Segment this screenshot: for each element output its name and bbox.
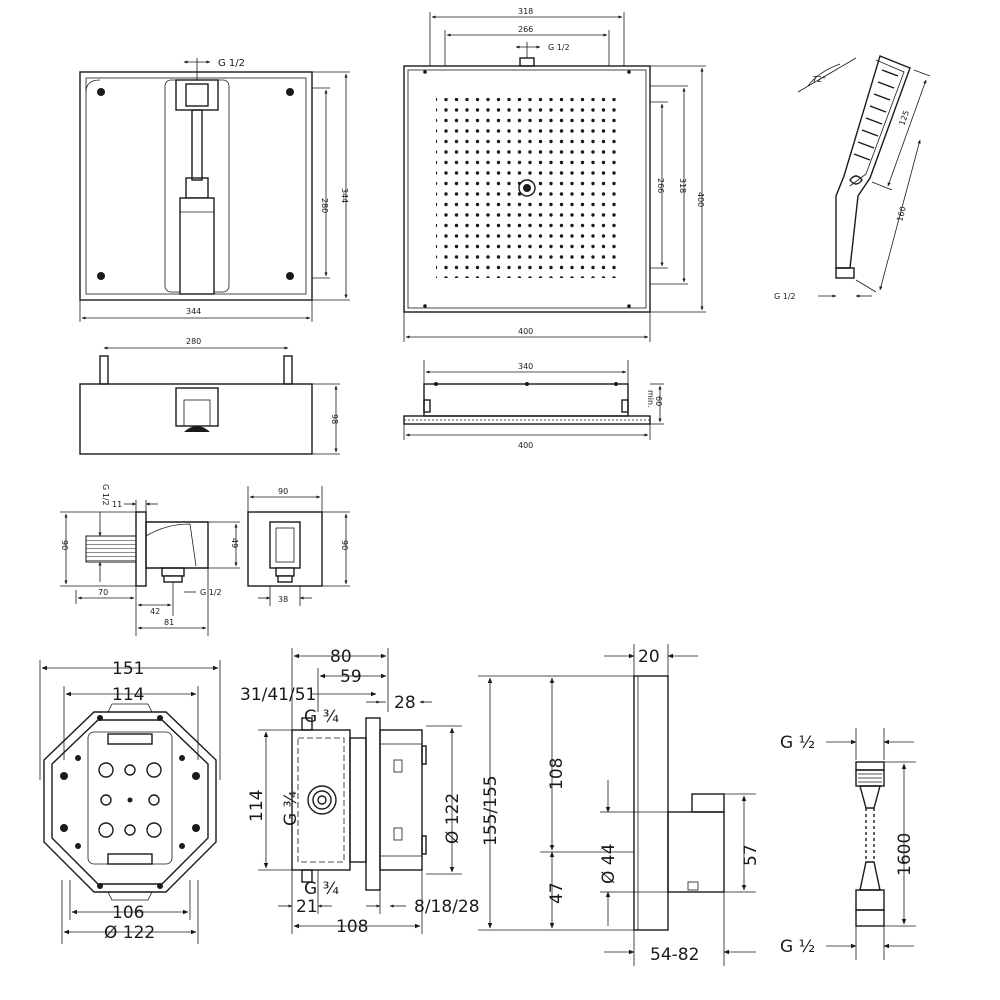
thermostat-54-82-dim: 54-82: [650, 945, 699, 965]
elbow-90-dim: 90: [60, 540, 69, 550]
elbow-front-height-dim: 90: [340, 540, 349, 550]
thermostat-57-dim: 57: [741, 844, 761, 866]
thermostat-20-dim: 20: [638, 647, 660, 667]
ibox-106-dim: 106: [112, 903, 144, 923]
hose-thread-bottom-label: G ½: [780, 937, 815, 957]
wall-box-top-view: G 1/2 280 344 344: [79, 58, 350, 322]
overhead-height-dim: 400: [696, 192, 705, 207]
elbow-front-38-dim: 38: [278, 595, 288, 604]
ibox-side-thread-bottom: G ¾: [304, 879, 339, 899]
wall-box-stud-dim: 280: [186, 337, 201, 346]
ibox-side-view: 80 59 31/41/51 28 G ¾ G ¾ G ¾ 114: [240, 647, 480, 937]
overhead-min-label: min.: [646, 390, 655, 408]
ibox-side-depths-dim: 31/41/51: [240, 685, 316, 705]
ibox-side-114-dim: 114: [247, 790, 267, 822]
thermostat-155-dim: 155/155: [481, 775, 501, 846]
elbow-42-dim: 42: [150, 607, 160, 616]
elbow-81-dim: 81: [164, 618, 174, 627]
elbow-thread-bottom-label: G 1/2: [200, 588, 222, 597]
hand-shower-thread-label: G 1/2: [774, 292, 796, 301]
ibox-side-122-dim: Ø 122: [443, 793, 463, 844]
overhead-top-side-dim: 340: [518, 362, 533, 371]
wall-elbow-side-view: G 1/2 11 90 49 70 42 G 1/2 81: [60, 484, 240, 636]
wall-box-width-dim: 344: [186, 307, 201, 316]
hand-shower-view: 72° 125 160 G 1/2: [774, 55, 931, 301]
overhead-depth-dim: 60: [654, 396, 663, 406]
thermostat-side-view: 20 155/155 108 47 Ø 44 57 54-82: [478, 644, 761, 966]
wall-box-height-dim: 344: [340, 188, 349, 203]
thermostat-108-dim: 108: [547, 758, 567, 790]
hand-shower-angle-label: 72°: [812, 75, 826, 84]
elbow-thread-top-label: G 1/2: [101, 484, 110, 506]
overhead-side-inner-dim: 266: [656, 178, 665, 193]
wall-box-depth-dim: 98: [330, 414, 339, 424]
elbow-front-width-dim: 90: [278, 487, 288, 496]
overhead-width-dim: 400: [518, 327, 533, 336]
elbow-70-dim: 70: [98, 588, 108, 597]
wall-elbow-front-view: 90 90 38: [247, 486, 350, 606]
overhead-shower-top-view: 318 266 G 1/2 266 318 400 400: [403, 7, 706, 342]
elbow-11-dim: 11: [112, 500, 122, 509]
ibox-front-view: 151 114 106 Ø 122: [39, 659, 221, 944]
ibox-side-thread-mid: G ¾: [281, 791, 301, 826]
hand-shower-head-dim: 125: [897, 109, 911, 126]
ibox-side-80-dim: 80: [330, 647, 352, 667]
hand-shower-handle-dim: 160: [895, 205, 908, 222]
thermostat-47-dim: 47: [547, 882, 567, 904]
ibox-side-8-28-dim: 8/18/28: [414, 897, 480, 917]
ibox-side-28-dim: 28: [394, 693, 416, 713]
ibox-114-dim: 114: [112, 685, 144, 705]
overhead-bottom-dim: 400: [518, 441, 533, 450]
elbow-49-dim: 49: [230, 538, 239, 548]
ibox-side-59-dim: 59: [340, 667, 362, 687]
overhead-thread-label: G 1/2: [548, 43, 570, 52]
wall-box-thread-label: G 1/2: [218, 58, 245, 69]
ibox-side-108-dim: 108: [336, 917, 368, 937]
ibox-side-21-dim: 21: [296, 897, 318, 917]
ibox-151-dim: 151: [112, 659, 144, 679]
overhead-side-outer-dim: 318: [678, 178, 687, 193]
overhead-outer-dim: 318: [518, 7, 533, 16]
wall-box-side-view: 280 98: [79, 337, 340, 455]
overhead-shower-side-view: 340 min. 60 400: [403, 360, 664, 450]
thermostat-44-dim: Ø 44: [599, 844, 619, 884]
ibox-side-thread-top: G ¾: [304, 707, 339, 727]
ibox-122-dim: Ø 122: [104, 923, 155, 943]
overhead-inner-dim: 266: [518, 25, 533, 34]
shower-hose-view: G ½ 1600 G ½: [780, 728, 916, 960]
hose-thread-top-label: G ½: [780, 733, 815, 753]
hose-length-dim: 1600: [895, 833, 915, 876]
wall-box-inner-dim: 280: [320, 198, 329, 213]
